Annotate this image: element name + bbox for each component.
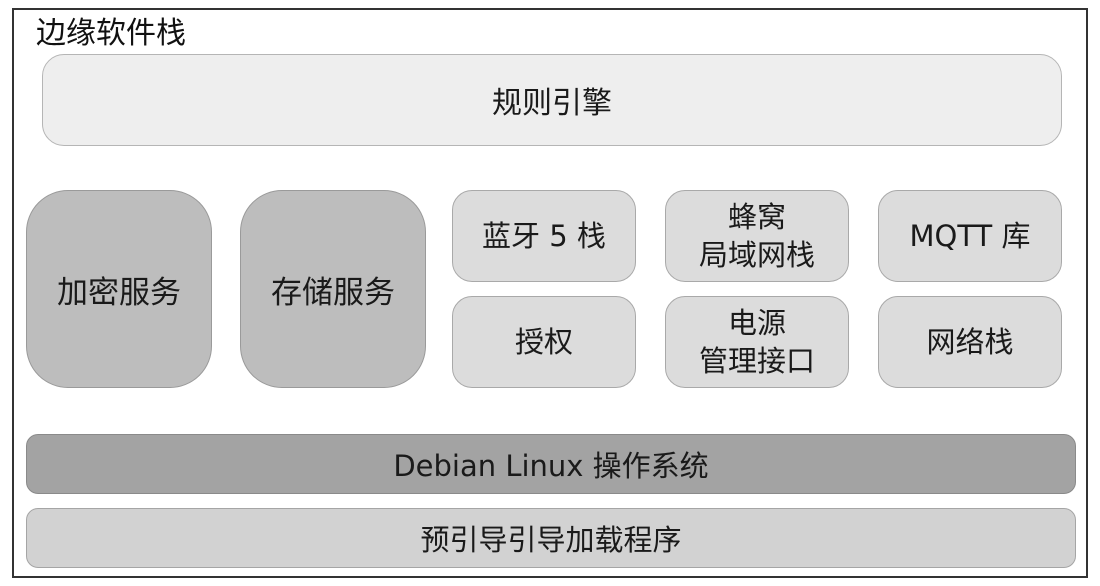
- bootloader-layer: 预引导引导加载程序: [26, 508, 1076, 568]
- cellular-lan-stack-box: 蜂窝 局域网栈: [665, 190, 849, 282]
- power-management-interface-box: 电源 管理接口: [665, 296, 849, 388]
- debian-linux-os-layer: Debian Linux 操作系统: [26, 434, 1076, 494]
- storage-service-box: 存储服务: [240, 190, 426, 388]
- diagram-title: 边缘软件栈: [36, 16, 186, 51]
- authorization-box: 授权: [452, 296, 636, 388]
- mqtt-library-box: MQTT 库: [878, 190, 1062, 282]
- bluetooth-stack-box: 蓝牙 5 栈: [452, 190, 636, 282]
- rules-engine-box: 规则引擎: [42, 54, 1062, 146]
- crypto-service-box: 加密服务: [26, 190, 212, 388]
- network-stack-box: 网络栈: [878, 296, 1062, 388]
